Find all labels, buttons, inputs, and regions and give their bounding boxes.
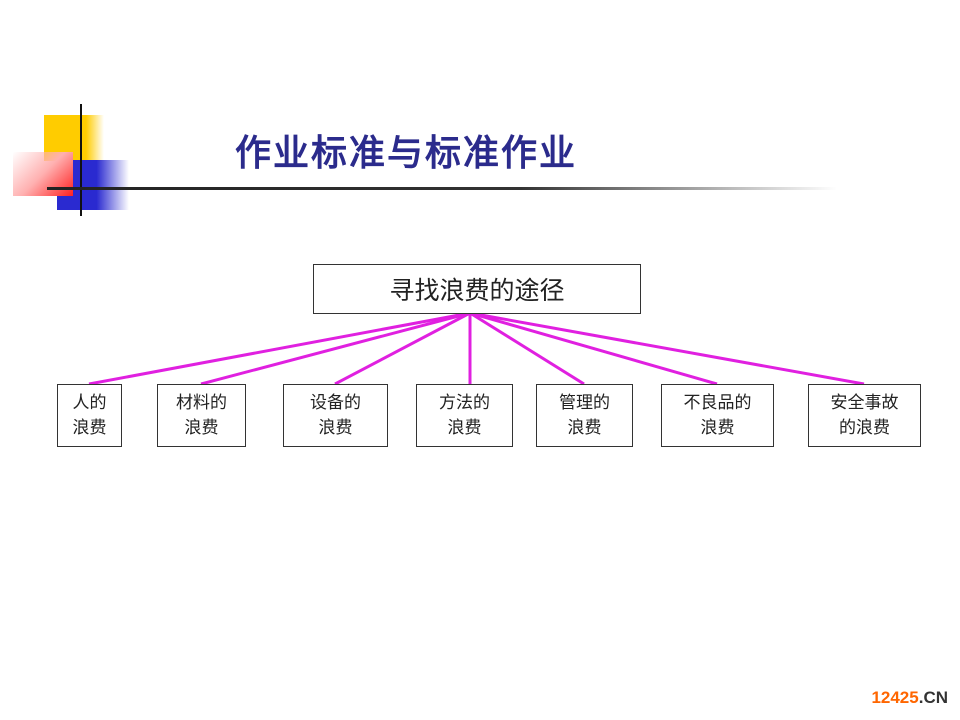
leaf-line: 方法的	[439, 392, 490, 413]
connector-line	[334, 311, 471, 386]
leaf-line: 浪费	[700, 417, 735, 438]
leaf-node: 方法的浪费	[416, 384, 513, 447]
decor-vertical-line	[80, 104, 82, 216]
root-node: 寻找浪费的途径	[313, 264, 641, 314]
leaf-line: 不良品的	[683, 392, 752, 413]
leaf-node: 不良品的浪费	[661, 384, 774, 447]
connector-line	[88, 311, 471, 386]
leaf-line: 浪费	[184, 417, 219, 438]
leaf-line: 设备的	[310, 392, 361, 413]
leaf-node: 管理的浪费	[536, 384, 633, 447]
slide-title: 作业标准与标准作业	[235, 133, 578, 174]
leaf-line: 浪费	[72, 417, 107, 438]
leaf-line: 浪费	[567, 417, 602, 438]
watermark-suffix: .CN	[918, 688, 948, 707]
watermark-number: 12425	[871, 688, 919, 707]
leaf-line: 管理的	[559, 392, 610, 413]
leaf-node: 安全事故的浪费	[808, 384, 921, 447]
leaf-node: 人的浪费	[57, 384, 122, 447]
leaf-line: 材料的	[176, 392, 227, 413]
connector-line	[469, 311, 865, 386]
leaf-line: 安全事故	[830, 392, 899, 413]
connector-line	[469, 311, 585, 386]
leaf-node: 材料的浪费	[157, 384, 246, 447]
leaf-line: 人的	[72, 392, 107, 413]
title-underline	[47, 187, 837, 190]
connector-line	[469, 311, 718, 386]
leaf-node: 设备的浪费	[283, 384, 388, 447]
connector-line	[200, 311, 471, 386]
leaf-line: 的浪费	[839, 417, 890, 438]
leaf-line: 浪费	[318, 417, 353, 438]
leaf-line: 浪费	[447, 417, 482, 438]
watermark: 12425.CN	[871, 688, 948, 708]
